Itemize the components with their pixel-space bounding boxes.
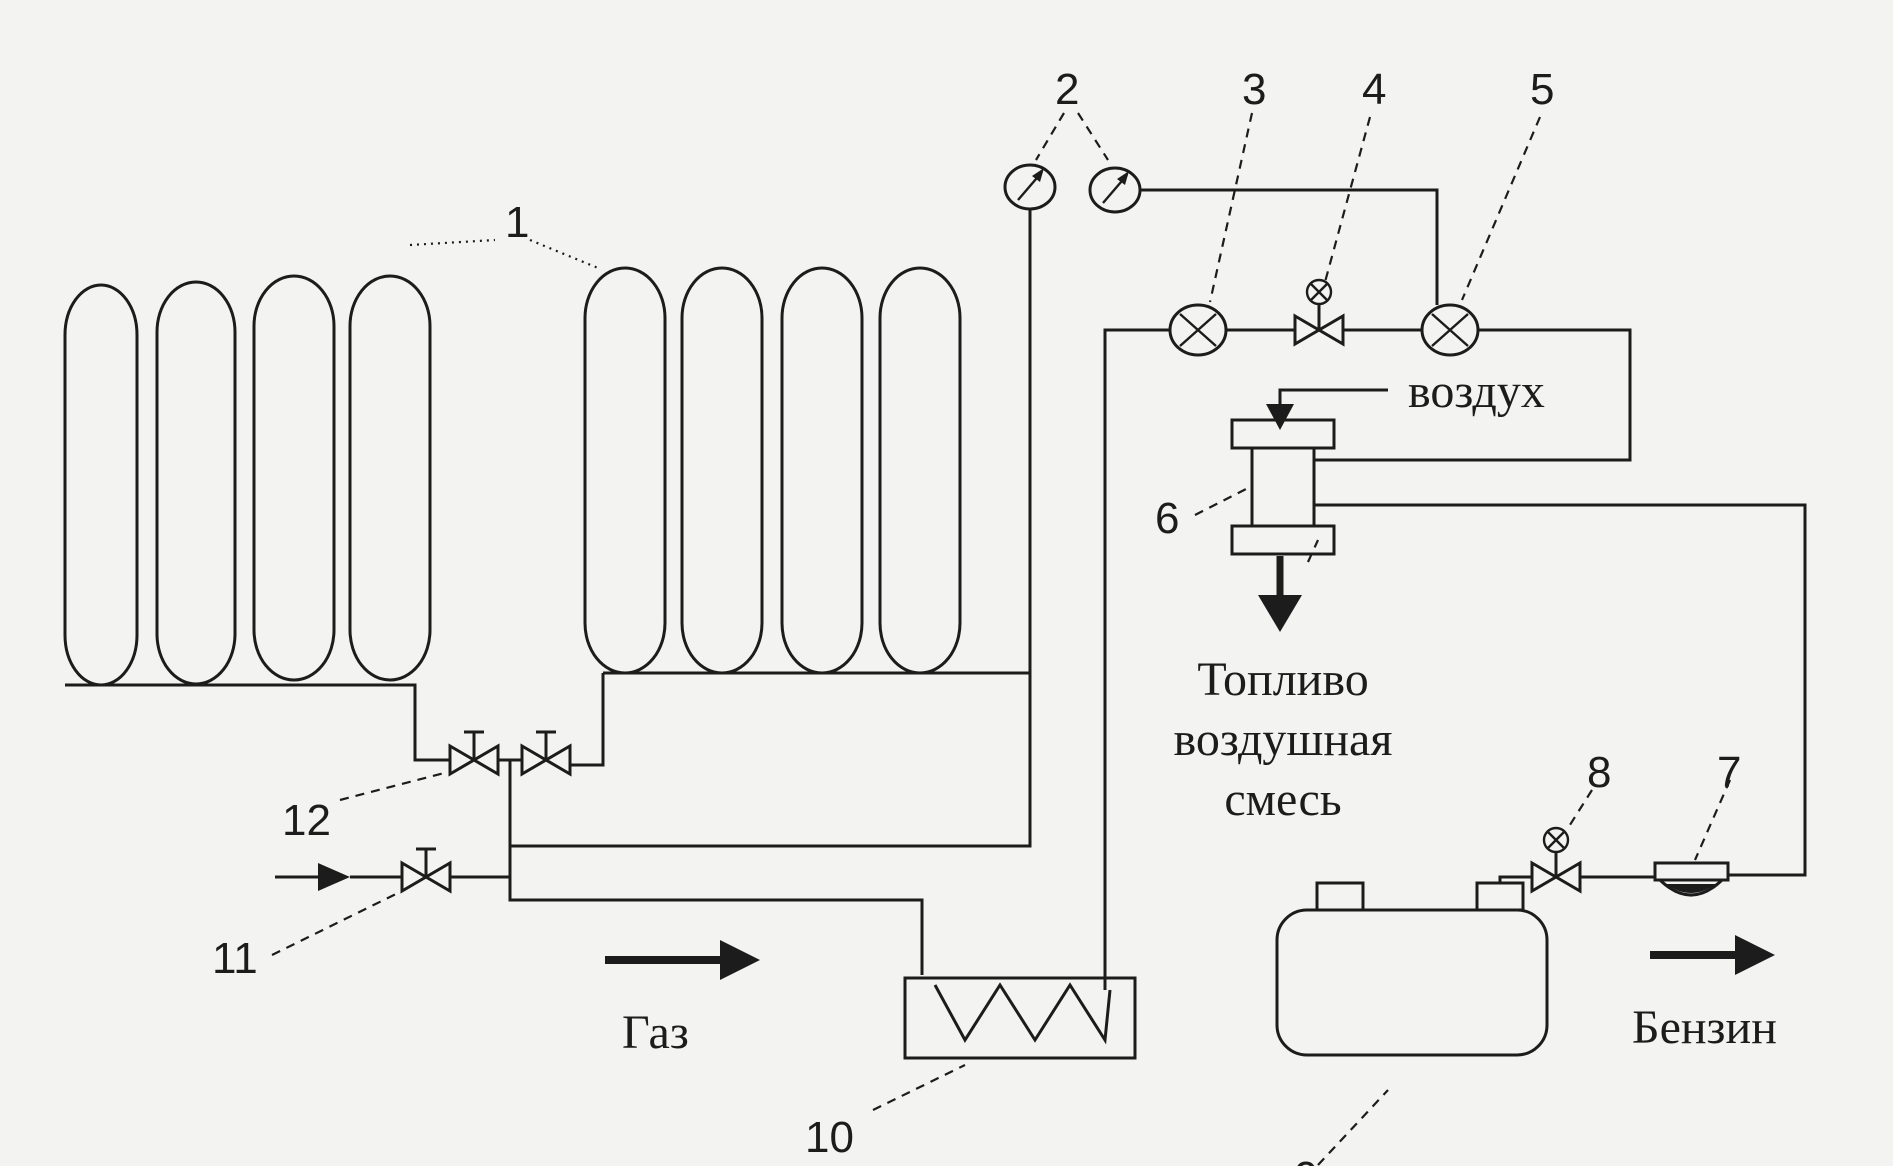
valve-4-indicator (1305, 278, 1333, 306)
air-line (1165, 278, 1632, 462)
gas-flow-arrow (605, 940, 760, 980)
callout-2: 2 (1055, 65, 1079, 114)
callout-7: 7 (1717, 748, 1741, 797)
callout-6: 6 (1155, 494, 1179, 543)
valve-stem-to-main (508, 760, 924, 975)
right-bank-drop (570, 673, 605, 767)
gas-cylinder (252, 274, 336, 682)
inlet-arrow-icon (318, 863, 350, 891)
heat-exchanger-10 (903, 328, 1165, 1060)
mixture-label-1: Топливо (1197, 653, 1368, 706)
gas-cylinder (348, 274, 432, 682)
callout-11: 11 (212, 934, 258, 983)
callout-12: 12 (282, 796, 331, 845)
gas-cylinder (680, 266, 764, 675)
left-bank-collector (65, 683, 450, 762)
valve-4 (1293, 313, 1345, 347)
cylinder-bank-right (510, 266, 1032, 848)
gas-cylinder (878, 266, 962, 675)
valve-8 (1530, 860, 1582, 894)
petrol-tank-9 (1275, 908, 1549, 1057)
air-label: воздух (1408, 365, 1545, 418)
heat-exchanger-outlet (1103, 328, 1165, 990)
valve-12-left (448, 743, 500, 777)
shutoff-valves-12 (448, 730, 924, 975)
pressure-gauges-2 (1003, 163, 1439, 673)
mixture-out-arrow-icon (1258, 595, 1302, 632)
cylinder-bank-left (63, 274, 450, 762)
petrol-system (1275, 826, 1730, 1057)
tank-outlet-neck (1475, 881, 1525, 912)
mixture-label-2: воздушная (1174, 713, 1393, 766)
petrol-label: Бензин (1632, 1001, 1777, 1054)
callout-5: 5 (1530, 65, 1554, 114)
valve-8-indicator (1542, 826, 1570, 854)
petrol-arrow-icon (1735, 935, 1775, 975)
callout-8: 8 (1587, 748, 1611, 797)
gas-cylinder (155, 280, 237, 686)
valve-11 (400, 860, 452, 894)
mixer-side-port (1314, 503, 1807, 877)
gas-cylinder (780, 266, 864, 675)
petrol-flow-arrow (1650, 935, 1775, 975)
valve-12-right (520, 743, 572, 777)
air-arrow-icon (1266, 404, 1294, 430)
callout-10: 10 (805, 1113, 854, 1162)
leader-lines (271, 112, 1732, 1166)
callout-1: 1 (505, 198, 529, 247)
gas-arrow-icon (720, 940, 760, 980)
callout-3: 3 (1242, 65, 1266, 114)
air-inlet (1278, 388, 1388, 410)
gas-cylinder (583, 266, 667, 675)
mixer-6 (1230, 388, 1807, 877)
gas-label: Газ (622, 1006, 689, 1059)
fuel-filter-7 (1653, 861, 1730, 882)
right-bank-collector (510, 671, 1032, 848)
tank-filler-neck (1315, 881, 1365, 912)
mixture-label-3: смесь (1224, 773, 1341, 826)
heat-exchanger-coil (933, 982, 1112, 1045)
gas-cylinder (63, 283, 139, 687)
callout-4: 4 (1362, 65, 1386, 114)
gas-inlet (275, 847, 510, 894)
callout-9: 9 (1294, 1153, 1318, 1166)
